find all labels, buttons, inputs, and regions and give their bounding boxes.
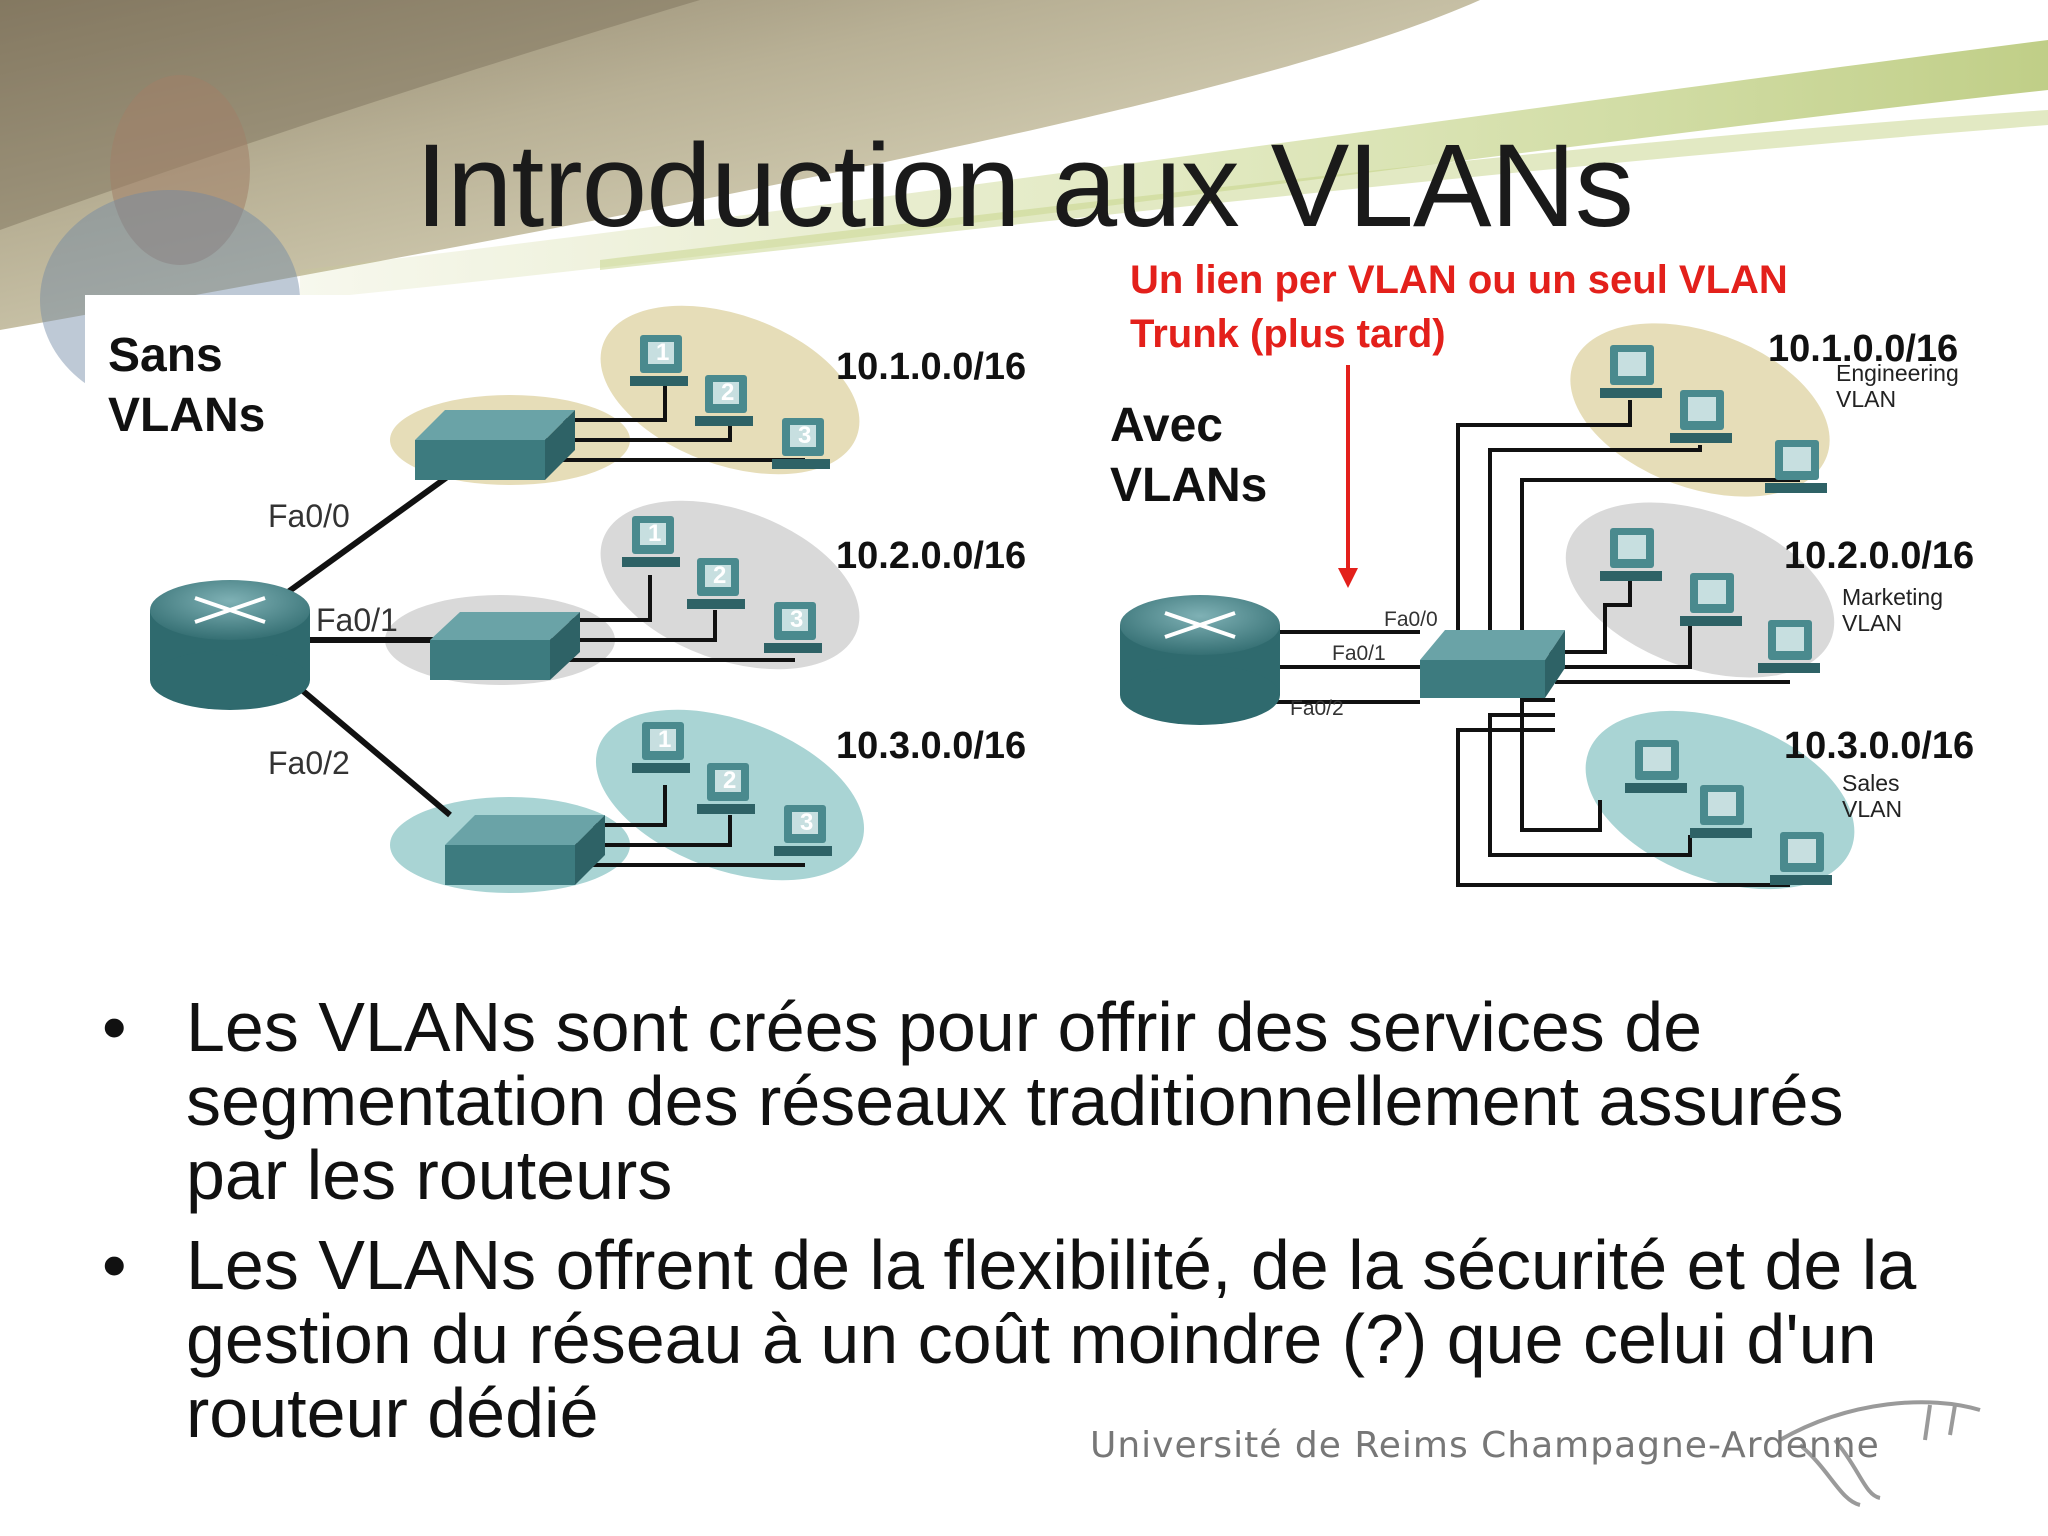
right-port-fa0-2: Fa0/2	[1290, 697, 1344, 720]
avec-vlans-label-line1: Avec	[1110, 399, 1223, 452]
left-port-fa0-1: Fa0/1	[316, 602, 398, 638]
pc-icon	[1770, 832, 1832, 885]
router-icon	[1120, 595, 1280, 725]
pc-icon	[1690, 785, 1752, 838]
pc-icon	[1600, 345, 1662, 398]
annotation-arrow	[1338, 365, 1358, 588]
switch-icon	[445, 815, 605, 885]
right-port-fa0-1: Fa0/1	[1332, 642, 1386, 665]
switch-icon	[1420, 630, 1565, 698]
pc-icon	[632, 722, 690, 773]
pc-icon	[1765, 440, 1827, 493]
pc-number-1: 1	[648, 520, 662, 547]
pc-icon	[1625, 740, 1687, 793]
bullet-item: Les VLANs sont crées pour offrir des ser…	[100, 990, 1960, 1212]
sans-vlans-label-line1: Sans	[108, 329, 223, 382]
right-subnet-3: 10.3.0.0/16	[1784, 725, 1975, 767]
pc-icon	[1758, 620, 1820, 673]
right-subnet-1: 10.1.0.0/16	[1768, 328, 1959, 370]
avec-vlans-label-line2: VLANs	[1110, 459, 1268, 512]
slide-title: Introduction aux VLANs	[415, 120, 1634, 252]
pc-number-2: 2	[721, 379, 735, 406]
right-port-fa0-0: Fa0/0	[1384, 608, 1438, 631]
pc-icon	[622, 516, 680, 567]
pc-icon	[1600, 528, 1662, 581]
sans-vlans-label-line2: VLANs	[108, 389, 266, 442]
bullet-list: Les VLANs sont crées pour offrir des ser…	[100, 990, 1960, 1466]
pc-number-3: 3	[790, 606, 804, 633]
left-subnet-1: 10.1.0.0/16	[836, 346, 1027, 388]
right-pcs	[1600, 345, 1832, 885]
pc-number-1: 1	[656, 339, 670, 366]
pc-icon	[1680, 573, 1742, 626]
pc-icon	[695, 375, 753, 426]
pc-icon	[772, 418, 830, 469]
left-port-fa0-2: Fa0/2	[268, 745, 350, 781]
left-subnet-3: 10.3.0.0/16	[836, 725, 1027, 767]
left-pcs	[622, 335, 832, 856]
pc-number-1: 1	[658, 726, 672, 753]
left-subnet-2: 10.2.0.0/16	[836, 535, 1027, 577]
bullet-item: Les VLANs offrent de la flexibilité, de …	[100, 1228, 1960, 1450]
switch-icon	[430, 612, 580, 680]
pc-number-2: 2	[713, 562, 727, 589]
pc-icon	[774, 805, 832, 856]
switch-icon	[415, 410, 575, 480]
left-port-fa0-0: Fa0/0	[268, 498, 350, 534]
trunk-annotation-line2: Trunk (plus tard)	[1130, 312, 1446, 356]
pc-icon	[1670, 390, 1732, 443]
pc-icon	[687, 558, 745, 609]
router-icon	[150, 580, 310, 710]
pc-number-3: 3	[800, 809, 814, 836]
pc-number-2: 2	[723, 767, 737, 794]
right-subnet-2: 10.2.0.0/16	[1784, 535, 1975, 577]
university-name: Université de Reims Champagne-Ardenne	[1090, 1425, 1880, 1466]
pc-icon	[764, 602, 822, 653]
pc-icon	[697, 763, 755, 814]
trunk-annotation-line1: Un lien per VLAN ou un seul VLAN	[1130, 258, 1788, 302]
pc-number-3: 3	[798, 422, 812, 449]
pc-icon	[630, 335, 688, 386]
